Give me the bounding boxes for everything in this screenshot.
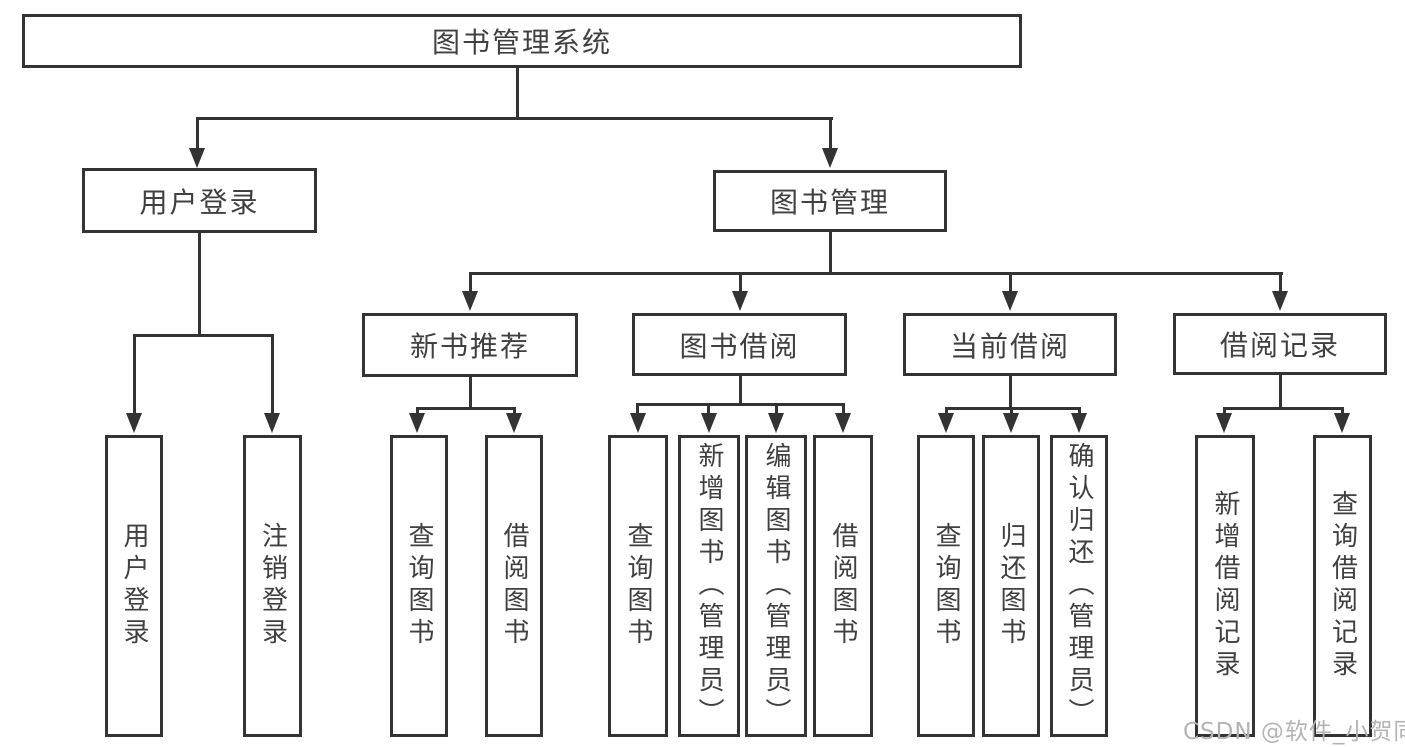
- leaf-label: 借阅图书: [828, 522, 858, 650]
- arrowhead-down-icon: [701, 413, 717, 433]
- arrowhead-down-icon: [822, 148, 838, 168]
- arrowhead-down-icon: [768, 413, 784, 433]
- connector-bb-drop-4: [842, 403, 845, 415]
- node-book-borrow: 图书借阅: [632, 313, 847, 376]
- leaf-cb-confirm-return-admin: 确认归还（管理员）: [1050, 435, 1108, 737]
- arrowhead-down-icon: [1216, 413, 1232, 433]
- connector-root-drop-left: [196, 117, 199, 152]
- connector-bb-drop-3: [775, 403, 778, 415]
- connector-rec-hline: [416, 407, 516, 410]
- connector-root-hline: [196, 117, 833, 120]
- connector-rec-vline: [469, 377, 472, 410]
- leaf-bb-add-books-admin: 新增图书（管理员）: [678, 435, 740, 737]
- leaf-br-add-record: 新增借阅记录: [1195, 435, 1255, 737]
- connector-rec-drop-2: [513, 407, 516, 415]
- leaf-label: 查询借阅记录: [1327, 490, 1358, 682]
- node-current-borrow: 当前借阅: [903, 313, 1117, 376]
- node-new-book-recommend: 新书推荐: [362, 313, 578, 377]
- connector-br-drop-1: [1223, 407, 1226, 415]
- arrowhead-down-icon: [409, 413, 425, 433]
- arrowhead-down-icon: [264, 413, 280, 433]
- connector-cb-drop-1: [945, 407, 948, 415]
- arrowhead-down-icon: [630, 413, 646, 433]
- arrowhead-down-icon: [938, 413, 954, 433]
- node-book-management: 图书管理: [713, 170, 947, 232]
- csdn-watermark: CSDN @软件_小贺同学: [1183, 719, 1405, 745]
- connector-bb-vline: [739, 376, 742, 406]
- node-library-system: 图书管理系统: [22, 14, 1022, 68]
- connector-login-drop-1: [133, 334, 136, 415]
- arrowhead-down-icon: [1071, 413, 1087, 433]
- connector-root-vline: [516, 68, 519, 120]
- leaf-label: 查询图书: [404, 522, 434, 650]
- arrowhead-down-icon: [1334, 413, 1350, 433]
- leaf-user-login: 用户登录: [105, 435, 163, 737]
- connector-login-vline: [198, 233, 201, 337]
- leaf-label: 查询图书: [931, 522, 961, 650]
- connector-cb-drop-3: [1078, 407, 1081, 415]
- leaf-bb-borrow-books: 借阅图书: [813, 435, 873, 737]
- arrowhead-down-icon: [1003, 413, 1019, 433]
- connector-bb-drop-2: [707, 403, 710, 415]
- leaf-label: 用户登录: [119, 522, 149, 650]
- connector-mgmt-hline: [469, 272, 1283, 275]
- connector-mgmt-drop-2: [739, 272, 742, 294]
- connector-br-drop-2: [1341, 407, 1344, 415]
- arrowhead-down-icon: [1002, 291, 1018, 311]
- arrowhead-down-icon: [835, 413, 851, 433]
- leaf-label: 新增图书（管理员）: [694, 442, 724, 730]
- leaf-label: 借阅图书: [499, 522, 529, 650]
- arrowhead-down-icon: [189, 148, 205, 168]
- leaf-label: 归还图书: [996, 522, 1026, 650]
- connector-br-vline: [1279, 375, 1282, 409]
- leaf-label: 编辑图书（管理员）: [761, 442, 791, 730]
- leaf-label: 注销登录: [257, 522, 288, 650]
- node-user-login: 用户登录: [82, 168, 317, 233]
- connector-mgmt-vline: [829, 232, 832, 275]
- arrowhead-down-icon: [506, 413, 522, 433]
- leaf-br-query-record: 查询借阅记录: [1313, 435, 1372, 737]
- leaf-label: 新增借阅记录: [1210, 490, 1240, 682]
- connector-cb-hline: [945, 407, 1081, 410]
- connector-mgmt-drop-1: [469, 272, 472, 294]
- leaf-rec-borrow-books: 借阅图书: [485, 435, 543, 737]
- connector-mgmt-drop-3: [1009, 272, 1012, 294]
- leaf-label: 确认归还（管理员）: [1064, 442, 1094, 730]
- connector-root-drop-right: [829, 117, 832, 152]
- leaf-label: 查询图书: [623, 522, 653, 650]
- connector-cb-drop-2: [1010, 407, 1013, 415]
- connector-login-drop-2: [271, 334, 274, 415]
- leaf-bb-edit-books-admin: 编辑图书（管理员）: [745, 435, 807, 737]
- arrowhead-down-icon: [126, 413, 142, 433]
- connector-bb-hline: [636, 403, 845, 406]
- arrowhead-down-icon: [462, 291, 478, 311]
- connector-mgmt-drop-4: [1279, 272, 1282, 294]
- arrowhead-down-icon: [1272, 291, 1288, 311]
- connector-login-hline: [133, 334, 274, 337]
- leaf-cb-query-books: 查询图书: [917, 435, 975, 737]
- leaf-rec-query-books: 查询图书: [390, 435, 448, 737]
- leaf-logout: 注销登录: [243, 435, 302, 737]
- connector-rec-drop-1: [416, 407, 419, 415]
- leaf-bb-query-books: 查询图书: [608, 435, 668, 737]
- connector-cb-vline: [1009, 376, 1012, 409]
- arrowhead-down-icon: [732, 291, 748, 311]
- leaf-cb-return-books: 归还图书: [982, 435, 1040, 737]
- node-borrow-records: 借阅记录: [1173, 313, 1387, 375]
- connector-br-hline: [1223, 407, 1344, 410]
- connector-bb-drop-1: [636, 403, 639, 415]
